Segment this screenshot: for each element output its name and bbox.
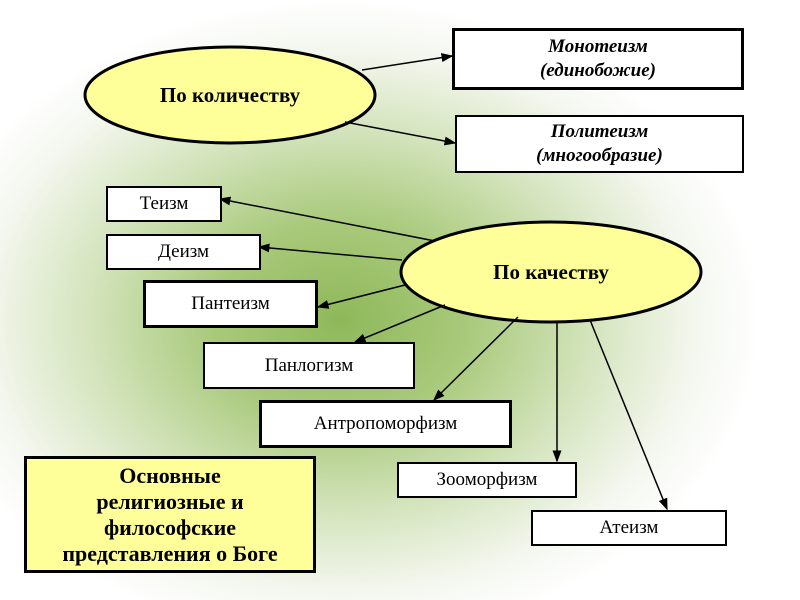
arrow-to-anthropomorphism: [432, 316, 519, 402]
polytheism-title: Политеизм: [550, 121, 649, 142]
title-line-3: философские: [103, 514, 237, 540]
panlogism-box: Панлогизм: [203, 342, 415, 389]
quality-ellipse: [399, 220, 703, 324]
zoomorphism-box: Зооморфизм: [397, 462, 577, 498]
polytheism-subtitle: (многообразие): [536, 145, 663, 166]
polytheism-box: Политеизм (многообразие): [455, 115, 744, 173]
monotheism-title: Монотеизм: [548, 36, 648, 57]
atheism-box: Атеизм: [531, 510, 727, 546]
theism-box: Теизм: [106, 186, 222, 222]
anthropomorphism-box: Антропоморфизм: [259, 400, 512, 448]
monotheism-box: Монотеизм (единобожие): [452, 28, 744, 90]
title-line-1: Основные: [119, 462, 221, 488]
quantity-label: По количеству: [159, 82, 301, 107]
quantity-ellipse: [83, 45, 377, 145]
title-line-4: представления о Боге: [62, 540, 278, 566]
title-line-2: религиозные и: [96, 488, 244, 514]
arrow-to-theism: [218, 196, 436, 242]
quality-label: По качеству: [493, 259, 609, 284]
arrow-to-monotheism: [361, 53, 454, 71]
diagram-title-box: Основные религиозные и философские предс…: [24, 456, 316, 573]
pantheism-box: Пантеизм: [143, 280, 318, 328]
arrow-to-pantheism: [316, 284, 406, 309]
arrow-to-panlogism: [353, 304, 446, 343]
arrow-to-atheism: [589, 319, 668, 511]
deism-box: Деизм: [106, 234, 261, 270]
monotheism-subtitle: (единобожие): [539, 60, 656, 81]
arrow-to-deism: [257, 243, 403, 261]
arrow-to-polytheism: [344, 121, 457, 146]
